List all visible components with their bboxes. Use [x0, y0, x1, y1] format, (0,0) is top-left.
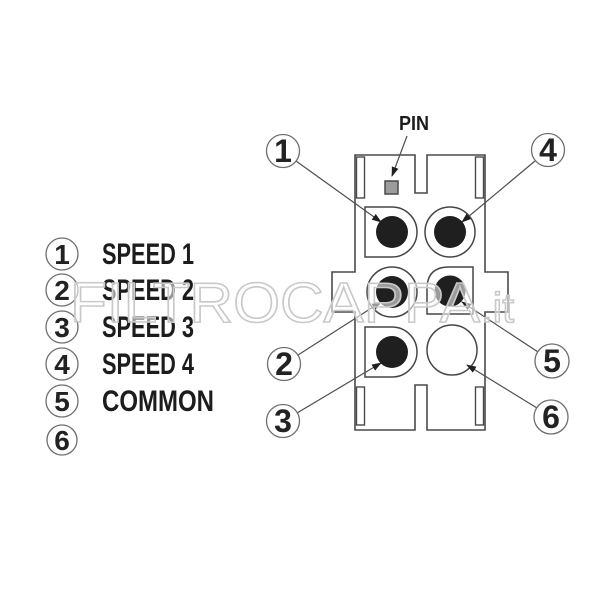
legend-label: SPEED 2: [102, 274, 194, 307]
legend-label: SPEED 1: [102, 238, 194, 271]
callout-5-circle: [534, 343, 570, 379]
bottom-right-slit: [474, 386, 485, 426]
callout-6-circle: [533, 399, 569, 435]
top-right-slit: [474, 156, 485, 199]
callout-2-number: 2: [275, 346, 293, 382]
pin-cavity-6: [426, 324, 478, 376]
callout-3-circle: [265, 403, 301, 439]
callout-6-number: 6: [542, 399, 560, 435]
pin-marker-label: PIN: [399, 113, 429, 135]
legend-label: COMMON: [102, 385, 214, 418]
legend-item: 3 SPEED 3: [45, 310, 194, 344]
callout-4-number: 4: [539, 132, 557, 168]
callout-6-arrow: [466, 364, 538, 409]
legend-number-circle: [45, 384, 79, 418]
pin-contact-3: [376, 336, 408, 368]
bottom-left-slit: [355, 386, 366, 426]
legend-number-circle: [45, 237, 79, 271]
watermark-suffix: .it: [481, 284, 514, 331]
legend-number-circle: [45, 273, 79, 307]
pin-contact-5: [434, 275, 466, 307]
legend-number: 5: [54, 386, 70, 417]
callout-3-arrow: [296, 362, 382, 414]
callout-5: 5: [461, 301, 570, 379]
connector-body: PIN: [331, 113, 509, 431]
legend-item: 1 SPEED 1: [45, 237, 194, 271]
legend-number-circle: [46, 424, 78, 456]
callout-2-arrow: [297, 301, 382, 356]
callouts: 1 4 2 5 3 6: [265, 132, 570, 439]
watermark-text: FILTROCAPPA: [70, 271, 480, 335]
legend-number: 6: [54, 425, 70, 456]
top-left-slit: [355, 156, 366, 199]
callout-6: 6: [466, 364, 569, 435]
watermark: FILTROCAPPA .it: [69, 270, 515, 336]
legend-number-circle: [45, 347, 79, 381]
legend-item: 2 SPEED 2: [45, 273, 194, 307]
callout-1-arrow: [295, 160, 382, 223]
legend-number: 4: [54, 349, 70, 380]
callout-5-arrow: [461, 301, 539, 353]
pin-contact-1: [376, 216, 408, 248]
callout-1-circle: [265, 133, 301, 169]
legend-number-circle: [45, 310, 79, 344]
legend-number: 1: [54, 239, 70, 270]
pin-marker: [384, 180, 399, 195]
callout-4: 4: [461, 132, 566, 223]
callout-3-number: 3: [274, 403, 292, 439]
legend-number: 2: [54, 275, 70, 306]
legend-item: 4 SPEED 4: [45, 347, 194, 381]
legend-number: 3: [54, 312, 70, 343]
legend-label: SPEED 4: [102, 348, 194, 381]
callout-2-circle: [266, 346, 302, 382]
callout-1-number: 1: [274, 133, 292, 169]
callout-5-number: 5: [543, 343, 561, 379]
legend: 1 SPEED 1 2 SPEED 2 3 SPEED 3 4 SPEED 4 …: [45, 237, 214, 456]
pin-marker-arrow: [391, 135, 408, 177]
pin-contact-4: [434, 216, 466, 248]
callout-2: 2: [266, 301, 382, 382]
legend-item: 6: [46, 424, 78, 456]
callout-4-circle: [530, 132, 566, 168]
pin-contact-2: [376, 276, 408, 308]
callout-3: 3: [265, 362, 382, 439]
legend-item: 5 COMMON: [45, 384, 214, 418]
callout-1: 1: [265, 133, 382, 223]
callout-4-arrow: [461, 160, 536, 223]
legend-label: SPEED 3: [102, 311, 194, 344]
